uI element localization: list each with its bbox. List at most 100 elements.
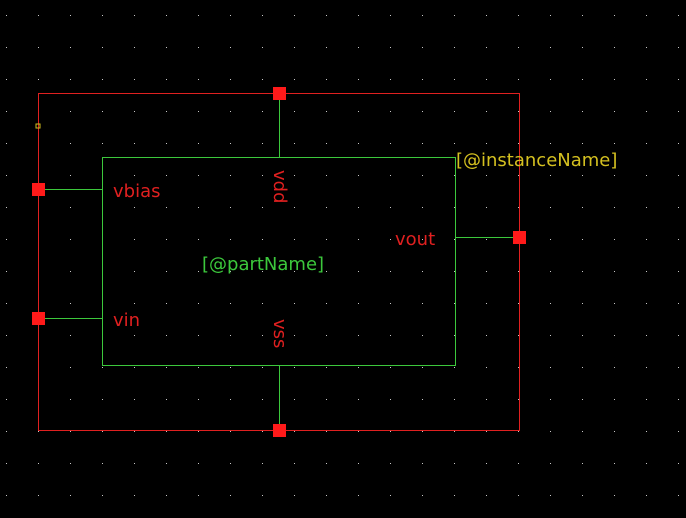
grid-dot	[454, 79, 455, 80]
grid-dot	[326, 271, 327, 272]
grid-dot	[326, 47, 327, 48]
part-name-label[interactable]: [@partName]	[202, 254, 324, 275]
grid-dot	[102, 143, 103, 144]
grid-dot	[6, 79, 7, 80]
grid-dot	[326, 207, 327, 208]
grid-dot	[422, 111, 423, 112]
vdd-pin[interactable]	[273, 87, 286, 100]
grid-dot	[518, 431, 519, 432]
grid-dot	[262, 399, 263, 400]
grid-dot	[262, 303, 263, 304]
grid-dot	[550, 335, 551, 336]
grid-dot	[614, 399, 615, 400]
grid-dot	[294, 207, 295, 208]
grid-dot	[230, 111, 231, 112]
grid-dot	[518, 495, 519, 496]
vss-pin[interactable]	[273, 424, 286, 437]
grid-dot	[614, 143, 615, 144]
grid-dot	[198, 335, 199, 336]
grid-dot	[422, 15, 423, 16]
grid-dot	[134, 15, 135, 16]
grid-dot	[390, 463, 391, 464]
grid-dot	[518, 303, 519, 304]
grid-dot	[6, 431, 7, 432]
grid-dot	[38, 495, 39, 496]
grid-dot	[294, 79, 295, 80]
grid-dot	[582, 367, 583, 368]
grid-dot	[198, 271, 199, 272]
grid-dot	[358, 15, 359, 16]
grid-dot	[454, 271, 455, 272]
grid-dot	[198, 239, 199, 240]
vbias-pin[interactable]	[32, 183, 45, 196]
grid-dot	[550, 15, 551, 16]
grid-dot	[102, 367, 103, 368]
grid-dot	[262, 335, 263, 336]
grid-dot	[614, 207, 615, 208]
grid-dot	[294, 175, 295, 176]
grid-dot	[582, 271, 583, 272]
vin-pin[interactable]	[32, 312, 45, 325]
grid-dot	[262, 79, 263, 80]
grid-dot	[486, 79, 487, 80]
grid-dot	[582, 15, 583, 16]
grid-dot	[422, 431, 423, 432]
grid-dot	[678, 239, 679, 240]
grid-dot	[166, 463, 167, 464]
grid-dot	[70, 15, 71, 16]
grid-dot	[262, 495, 263, 496]
grid-dot	[486, 303, 487, 304]
vout-pin[interactable]	[513, 231, 526, 244]
grid-dot	[486, 175, 487, 176]
grid-dot	[678, 15, 679, 16]
grid-dot	[678, 495, 679, 496]
grid-dots	[6, 15, 679, 496]
grid-dot	[358, 175, 359, 176]
grid-dot	[70, 175, 71, 176]
grid-dot	[134, 431, 135, 432]
symbol-body-rectangle[interactable]	[102, 157, 456, 366]
grid-dot	[102, 79, 103, 80]
grid-dot	[70, 239, 71, 240]
grid-dot	[614, 463, 615, 464]
grid-dot	[166, 399, 167, 400]
grid-dot	[518, 399, 519, 400]
grid-dot	[390, 431, 391, 432]
grid-dot	[454, 111, 455, 112]
grid-dot	[390, 15, 391, 16]
grid-dot	[486, 335, 487, 336]
grid-dot	[454, 335, 455, 336]
grid-dot	[678, 207, 679, 208]
grid-dot	[550, 79, 551, 80]
grid-dot	[390, 399, 391, 400]
grid-dot	[518, 207, 519, 208]
grid-dot	[102, 111, 103, 112]
grid-dot	[582, 175, 583, 176]
instance-name-label[interactable]: [@instanceName]	[456, 150, 617, 171]
grid-dot	[614, 495, 615, 496]
grid-dot	[582, 335, 583, 336]
grid-dot	[134, 239, 135, 240]
grid-dot	[486, 431, 487, 432]
grid-dot	[390, 495, 391, 496]
grid-dot	[646, 335, 647, 336]
grid-dot	[358, 79, 359, 80]
grid-dot	[134, 47, 135, 48]
grid-dot	[614, 431, 615, 432]
grid-dot	[102, 399, 103, 400]
grid-dot	[422, 463, 423, 464]
grid-dot	[294, 15, 295, 16]
grid-dot	[262, 207, 263, 208]
grid-dot	[230, 15, 231, 16]
grid-dot	[422, 495, 423, 496]
grid-dot	[6, 303, 7, 304]
grid-dot	[294, 47, 295, 48]
grid-dot	[70, 495, 71, 496]
grid-dot	[166, 111, 167, 112]
grid-dot	[550, 47, 551, 48]
grid-dot	[678, 271, 679, 272]
grid-dot	[518, 15, 519, 16]
grid-dot	[198, 143, 199, 144]
